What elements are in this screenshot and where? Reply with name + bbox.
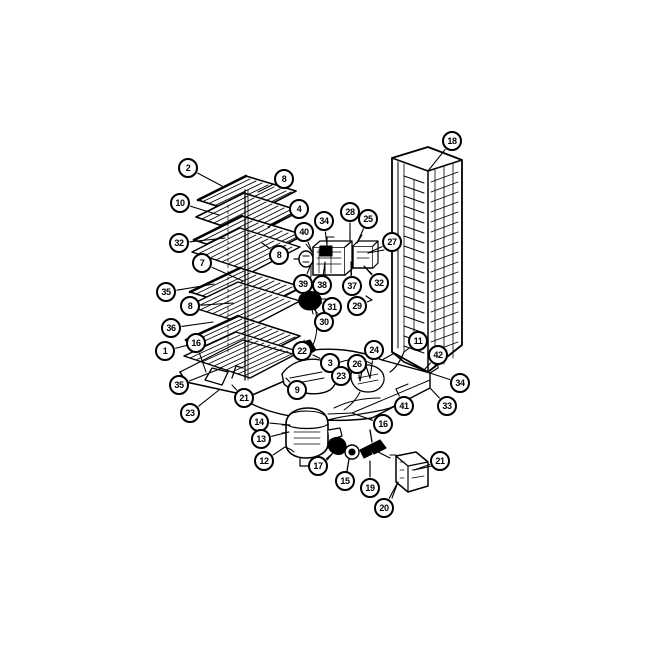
callout-7[interactable]: 7: [192, 253, 212, 273]
callout-leader-line: [199, 352, 207, 373]
callout-27[interactable]: 27: [382, 232, 402, 252]
callout-leader-line: [429, 387, 440, 399]
control-box-cluster: [293, 231, 385, 277]
callout-21[interactable]: 21: [234, 388, 254, 408]
callout-leader-line: [322, 261, 326, 275]
callout-leader-line: [285, 377, 291, 383]
shelf-support-posts: [227, 189, 249, 381]
callout-21[interactable]: 21: [430, 451, 450, 471]
callout-41[interactable]: 41: [394, 396, 414, 416]
callout-29[interactable]: 29: [347, 296, 367, 316]
callout-42[interactable]: 42: [428, 345, 448, 365]
callout-22[interactable]: 22: [292, 341, 312, 361]
callout-leader-line: [324, 231, 328, 246]
callout-11[interactable]: 11: [408, 331, 428, 351]
callout-leader-line: [325, 452, 334, 460]
callout-leader-line: [271, 431, 290, 437]
callout-34[interactable]: 34: [314, 211, 334, 231]
callout-leader-line: [176, 283, 215, 291]
callout-23[interactable]: 23: [331, 366, 351, 386]
callout-leader-line: [310, 304, 318, 314]
callout-19[interactable]: 19: [360, 478, 380, 498]
callout-13[interactable]: 13: [251, 429, 271, 449]
callout-18[interactable]: 18: [442, 131, 462, 151]
callout-leader-line: [198, 389, 220, 407]
callout-leader-line: [200, 302, 234, 306]
callout-leader-line: [363, 265, 373, 276]
callout-28[interactable]: 28: [340, 202, 360, 222]
callout-16[interactable]: 16: [373, 414, 393, 434]
callout-12[interactable]: 12: [254, 451, 274, 471]
callout-leader-line: [272, 446, 286, 456]
condenser-grille-panel: [389, 146, 463, 373]
callout-leader-line: [423, 362, 432, 371]
callout-leader-line: [261, 242, 271, 250]
callout-16[interactable]: 16: [186, 333, 206, 353]
callout-leader-line: [369, 360, 373, 379]
callout-4[interactable]: 4: [289, 199, 309, 219]
callout-leader-line: [269, 422, 291, 426]
callout-leader-line: [189, 237, 226, 243]
callout-leader-line: [356, 228, 364, 244]
callout-23[interactable]: 23: [180, 403, 200, 423]
callout-leader-line: [211, 266, 244, 282]
callout-leader-line: [267, 213, 291, 228]
callout-leader-line: [197, 172, 223, 187]
callout-20[interactable]: 20: [374, 498, 394, 518]
callout-32[interactable]: 32: [369, 273, 389, 293]
callout-39[interactable]: 39: [293, 274, 313, 294]
callout-30[interactable]: 30: [314, 312, 334, 332]
callout-leader-line: [366, 299, 373, 303]
callout-25[interactable]: 25: [358, 209, 378, 229]
callout-38[interactable]: 38: [312, 275, 332, 295]
callout-2[interactable]: 2: [178, 158, 198, 178]
callout-35[interactable]: 35: [169, 375, 189, 395]
callout-leader-line: [181, 321, 214, 327]
callout-leader-line: [312, 354, 321, 359]
callout-leader-line: [367, 246, 383, 254]
callout-leader-line: [350, 261, 353, 276]
callout-15[interactable]: 15: [335, 471, 355, 491]
callout-24[interactable]: 24: [364, 340, 384, 360]
callout-32[interactable]: 32: [169, 233, 189, 253]
callout-leader-line: [358, 374, 361, 382]
callout-leader-line: [413, 464, 431, 471]
callout-8[interactable]: 8: [274, 169, 294, 189]
callout-leader-line: [307, 241, 313, 253]
callout-leader-line: [395, 388, 400, 397]
callout-8[interactable]: 8: [269, 245, 289, 265]
callout-1[interactable]: 1: [155, 341, 175, 361]
callout-leader-line: [429, 372, 451, 381]
callout-leader-line: [388, 481, 399, 499]
callout-8[interactable]: 8: [180, 296, 200, 316]
callout-9[interactable]: 9: [287, 380, 307, 400]
small-parts-row: [326, 429, 433, 499]
callout-35[interactable]: 35: [156, 282, 176, 302]
callout-17[interactable]: 17: [308, 456, 328, 476]
callout-40[interactable]: 40: [294, 222, 314, 242]
callout-leader-line: [313, 299, 323, 304]
callout-36[interactable]: 36: [161, 318, 181, 338]
callout-leader-line: [351, 412, 374, 421]
callout-leader-line: [189, 205, 220, 216]
callout-leader-line: [346, 458, 350, 471]
callout-leader-line: [231, 384, 238, 391]
callout-leader-line: [403, 347, 410, 353]
callout-leader-line: [188, 367, 223, 382]
callout-leader-line: [257, 183, 275, 193]
callout-37[interactable]: 37: [342, 276, 362, 296]
callout-33[interactable]: 33: [437, 396, 457, 416]
callout-34[interactable]: 34: [450, 373, 470, 393]
callout-leader-line: [306, 263, 312, 275]
callout-10[interactable]: 10: [170, 193, 190, 213]
callout-26[interactable]: 26: [347, 354, 367, 374]
callout-leader-line: [427, 149, 446, 172]
